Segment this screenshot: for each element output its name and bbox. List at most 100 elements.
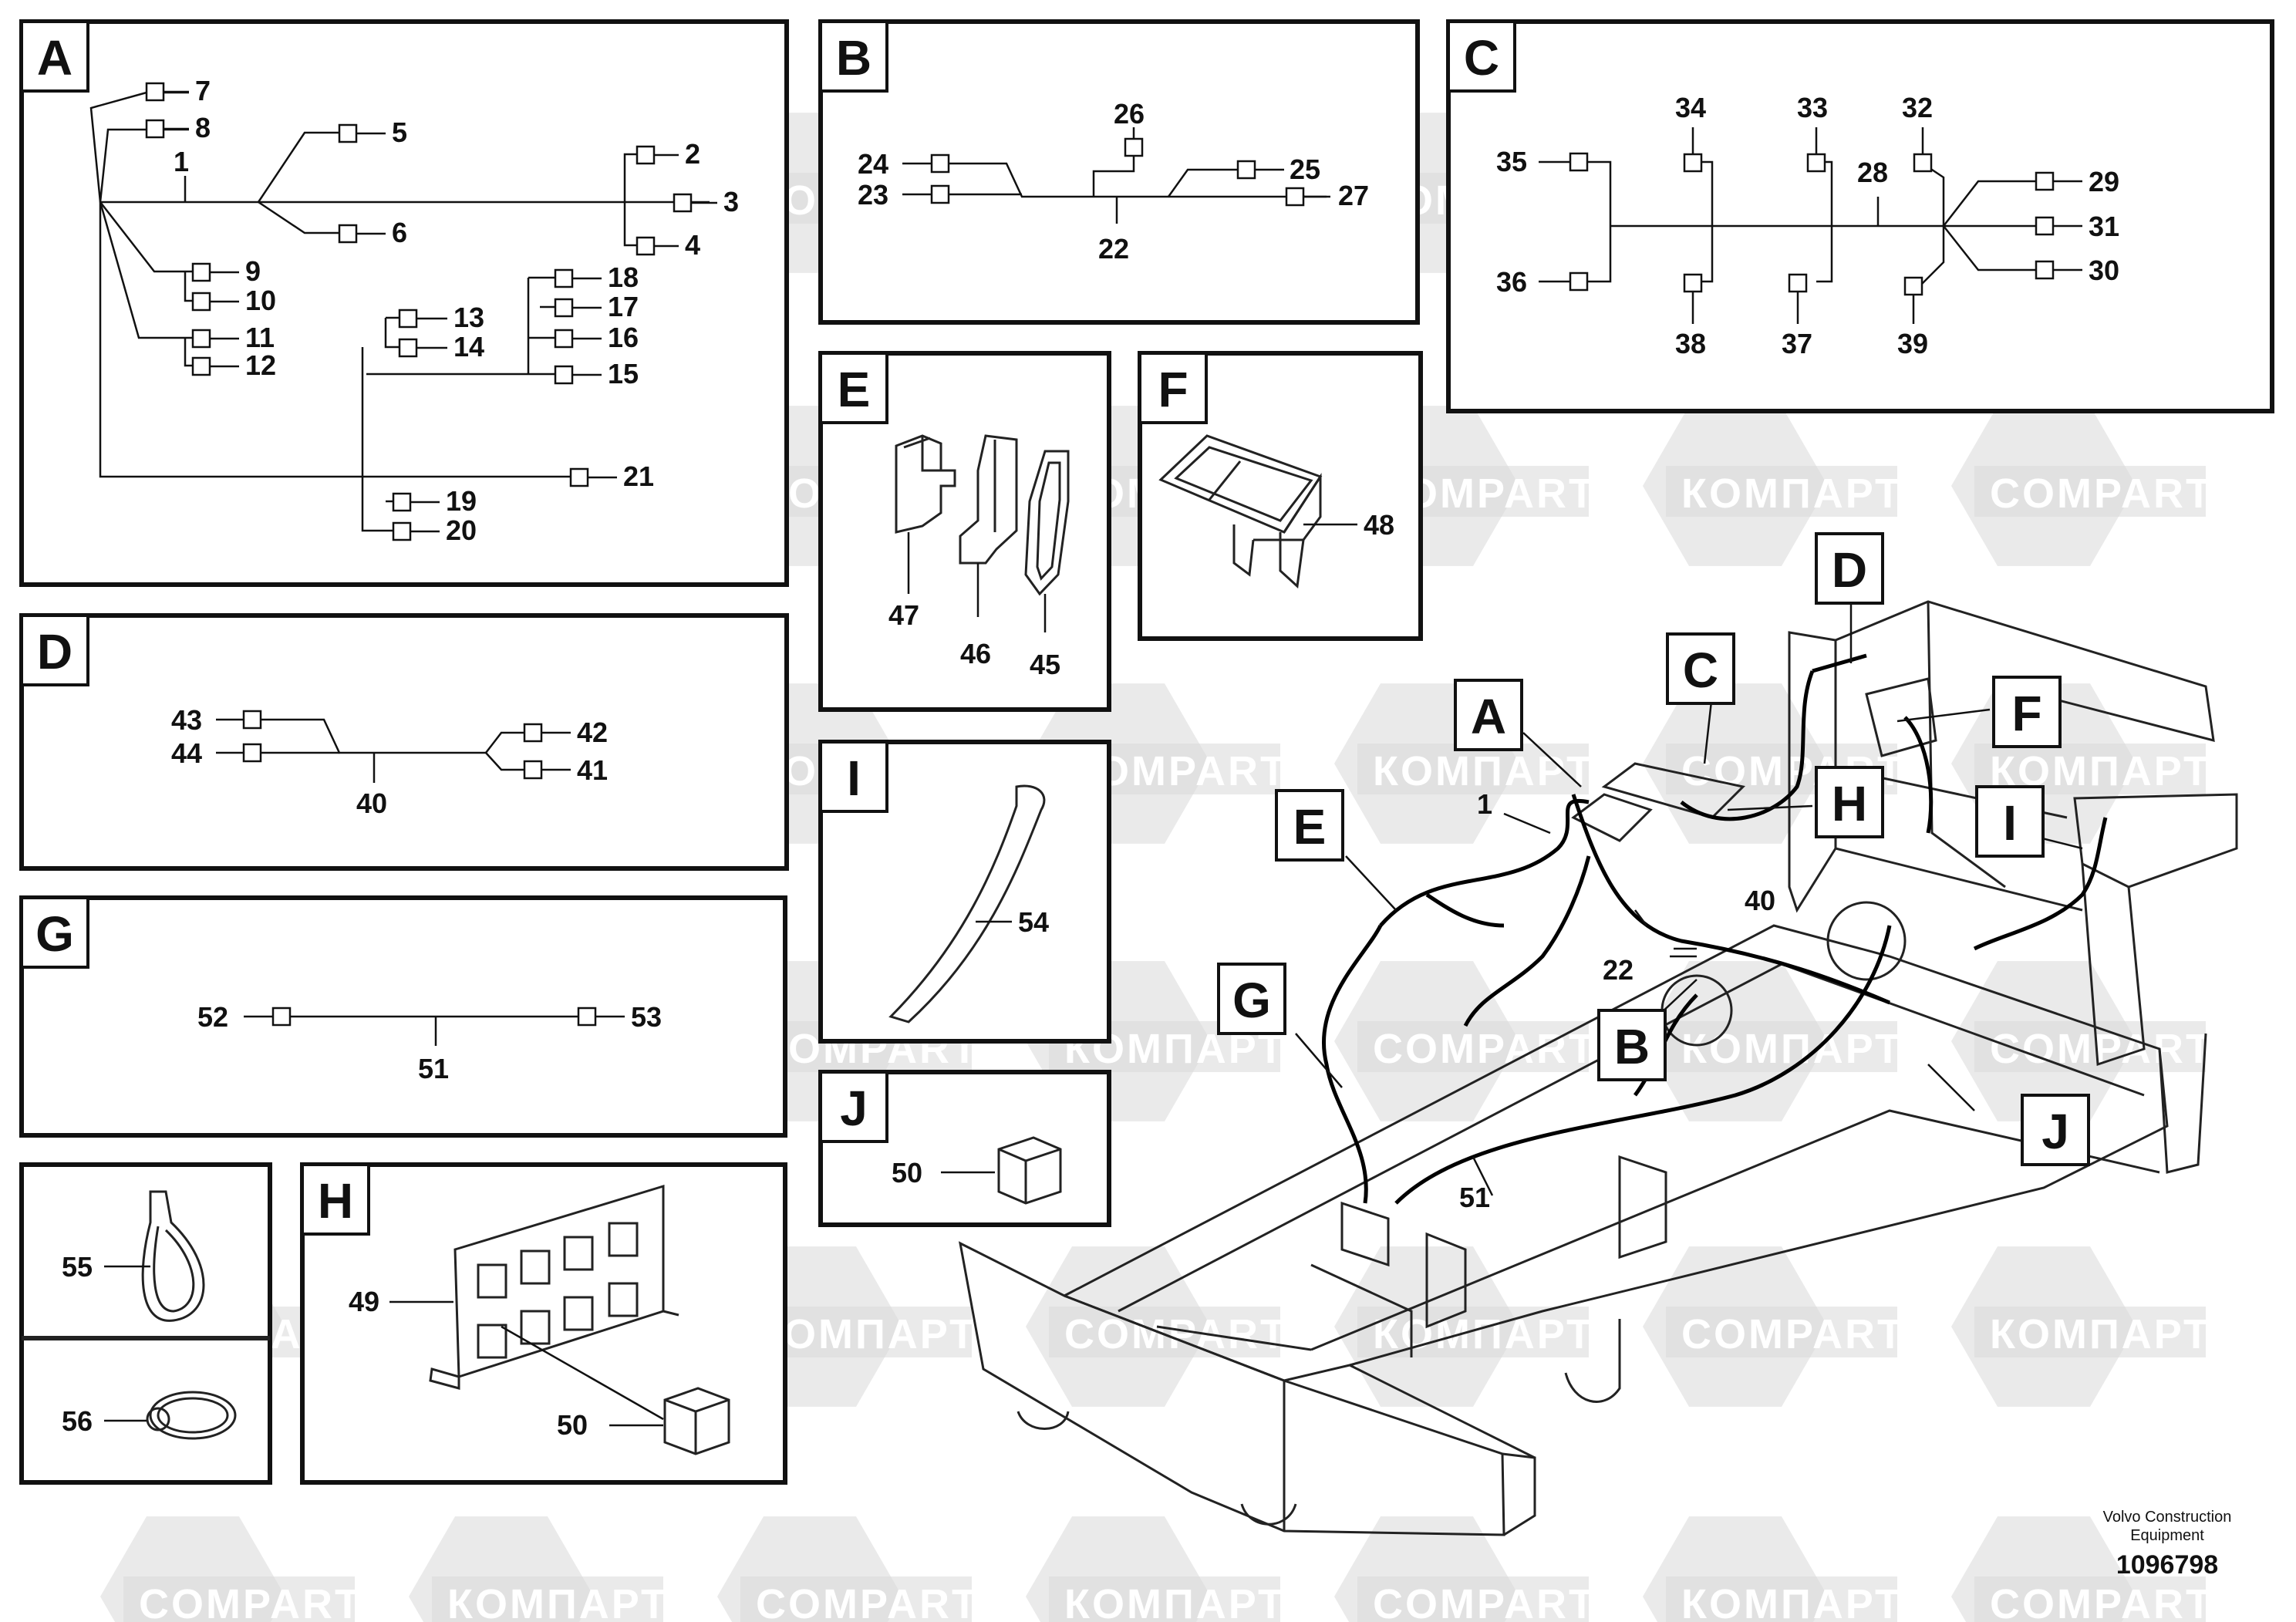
part-47-connector-housing-icon xyxy=(895,434,956,534)
part-50-relay-icon xyxy=(997,1136,1062,1205)
panel-d: D 43 44 42 41 40 xyxy=(19,613,789,871)
panel-b: B 24 23 26 25 27 22 xyxy=(818,19,1420,325)
part-50-relay-icon xyxy=(663,1387,730,1455)
panel-d-letter: D xyxy=(37,624,72,679)
callout-h: H xyxy=(1832,776,1867,831)
watermark: КОМПАРТ xyxy=(1951,1246,2211,1407)
watermark: COMPART xyxy=(1026,1246,1288,1407)
main-machine-drawing xyxy=(958,578,2238,1536)
label-3: 3 xyxy=(723,186,739,218)
label-56: 56 xyxy=(62,1405,93,1437)
watermark: COMPART xyxy=(717,1516,977,1622)
label-5: 5 xyxy=(392,116,407,148)
svg-text:COMPART: COMPART xyxy=(139,1581,362,1622)
panel-f: F 48 xyxy=(1138,351,1423,641)
label-1: 1 xyxy=(174,146,189,177)
label-33: 33 xyxy=(1797,92,1828,123)
part-48-switch-icon xyxy=(1158,434,1323,589)
svg-text:COMPART: COMPART xyxy=(1373,1581,1596,1622)
callout-d: D xyxy=(1832,542,1867,598)
drawing-number: 1096798 xyxy=(2116,1550,2218,1580)
watermark: COMPART xyxy=(1334,961,1594,1121)
svg-text:COMPART: COMPART xyxy=(1681,1311,1905,1357)
label-45: 45 xyxy=(1030,649,1060,680)
panel-a: A xyxy=(19,19,789,587)
svg-text:КОМПАРТ: КОМПАРТ xyxy=(1681,1581,1903,1622)
label-47: 47 xyxy=(888,599,919,631)
main-label-22: 22 xyxy=(1603,954,1633,986)
label-43: 43 xyxy=(171,704,202,736)
label-38: 38 xyxy=(1675,328,1706,359)
panel-f-letter: F xyxy=(1158,362,1188,417)
watermark: COMPART xyxy=(1951,1516,2211,1622)
label-13: 13 xyxy=(453,302,484,333)
label-20: 20 xyxy=(446,514,477,546)
label-40: 40 xyxy=(356,787,387,819)
part-55-cable-tie-icon xyxy=(141,1190,205,1322)
watermark: КОМПАРТ xyxy=(1026,1516,1283,1622)
part-56-hose-clamp-icon xyxy=(146,1391,237,1440)
title-block: Volvo Construction Equipment 1096798 xyxy=(2103,1509,2232,1580)
callout-a: A xyxy=(1471,689,1506,744)
label-21: 21 xyxy=(623,460,654,492)
panel-j-letter: J xyxy=(840,1081,868,1136)
panel-i: I 54 xyxy=(818,740,1111,1044)
panel-e: E 47 46 45 xyxy=(818,351,1111,712)
label-24: 24 xyxy=(858,148,888,180)
callout-i: I xyxy=(2003,795,2017,851)
label-27: 27 xyxy=(1338,180,1369,211)
label-39: 39 xyxy=(1897,328,1928,359)
label-14: 14 xyxy=(453,331,484,363)
label-29: 29 xyxy=(2089,166,2119,197)
panel-h-letter: H xyxy=(318,1173,353,1229)
watermark: КОМПАРТ xyxy=(1643,406,1900,566)
panel-clamps: 55 56 xyxy=(19,1162,272,1485)
panel-h: H 49 50 xyxy=(300,1162,787,1485)
svg-text:КОМПАРТ: КОМПАРТ xyxy=(1990,1311,2211,1357)
label-4: 4 xyxy=(685,229,700,261)
label-30: 30 xyxy=(2089,255,2119,286)
label-46: 46 xyxy=(960,638,991,669)
label-28: 28 xyxy=(1857,157,1888,188)
label-50-h: 50 xyxy=(557,1409,588,1441)
label-55: 55 xyxy=(62,1251,93,1283)
label-18: 18 xyxy=(608,261,639,293)
label-31: 31 xyxy=(2089,211,2119,242)
label-12: 12 xyxy=(245,349,276,381)
label-48: 48 xyxy=(1364,509,1394,541)
panel-j: J 50 xyxy=(818,1070,1111,1227)
label-11: 11 xyxy=(245,322,275,353)
svg-text:COMPART: COMPART xyxy=(1064,1311,1288,1357)
svg-text:COMPART: COMPART xyxy=(1990,1026,2213,1072)
svg-text:КОМПАРТ: КОМПАРТ xyxy=(447,1581,669,1622)
label-44: 44 xyxy=(171,737,202,769)
label-36: 36 xyxy=(1496,266,1527,298)
watermark: COMPART xyxy=(100,1516,362,1622)
main-callouts: A B C D E F G H I J 1 22 40 51 xyxy=(1217,532,2090,1213)
label-10: 10 xyxy=(245,285,276,316)
label-25: 25 xyxy=(1290,153,1320,185)
label-37: 37 xyxy=(1782,328,1812,359)
label-42: 42 xyxy=(577,717,608,748)
callout-b: B xyxy=(1614,1019,1650,1074)
label-15: 15 xyxy=(608,358,639,389)
label-23: 23 xyxy=(858,179,888,211)
callout-e: E xyxy=(1293,799,1327,855)
label-51: 51 xyxy=(418,1053,449,1084)
watermark: КОМПАРТ xyxy=(1643,1516,1903,1622)
panel-c: C 35 36 34 33 32 28 29 31 30 3 xyxy=(1446,19,2274,413)
part-46-cover-icon xyxy=(959,434,1018,565)
panel-g: G 52 53 51 xyxy=(19,895,787,1138)
label-54: 54 xyxy=(1018,906,1049,938)
label-22: 22 xyxy=(1098,233,1129,265)
watermark: КОМПАРТ xyxy=(409,1516,669,1622)
company-line-1: Volvo Construction xyxy=(2103,1509,2232,1526)
watermark: КОМПАРТ xyxy=(1334,683,1592,844)
svg-text:КОМПАРТ: КОМПАРТ xyxy=(1681,1026,1903,1072)
watermark: COMPART xyxy=(1951,406,2211,566)
svg-text:КОМПАРТ: КОМПАРТ xyxy=(1373,1311,1594,1357)
panel-b-letter: B xyxy=(836,30,872,86)
main-label-40: 40 xyxy=(1745,885,1775,916)
panel-a-letter: A xyxy=(37,30,72,86)
watermark: COMPART xyxy=(1334,1516,1596,1622)
